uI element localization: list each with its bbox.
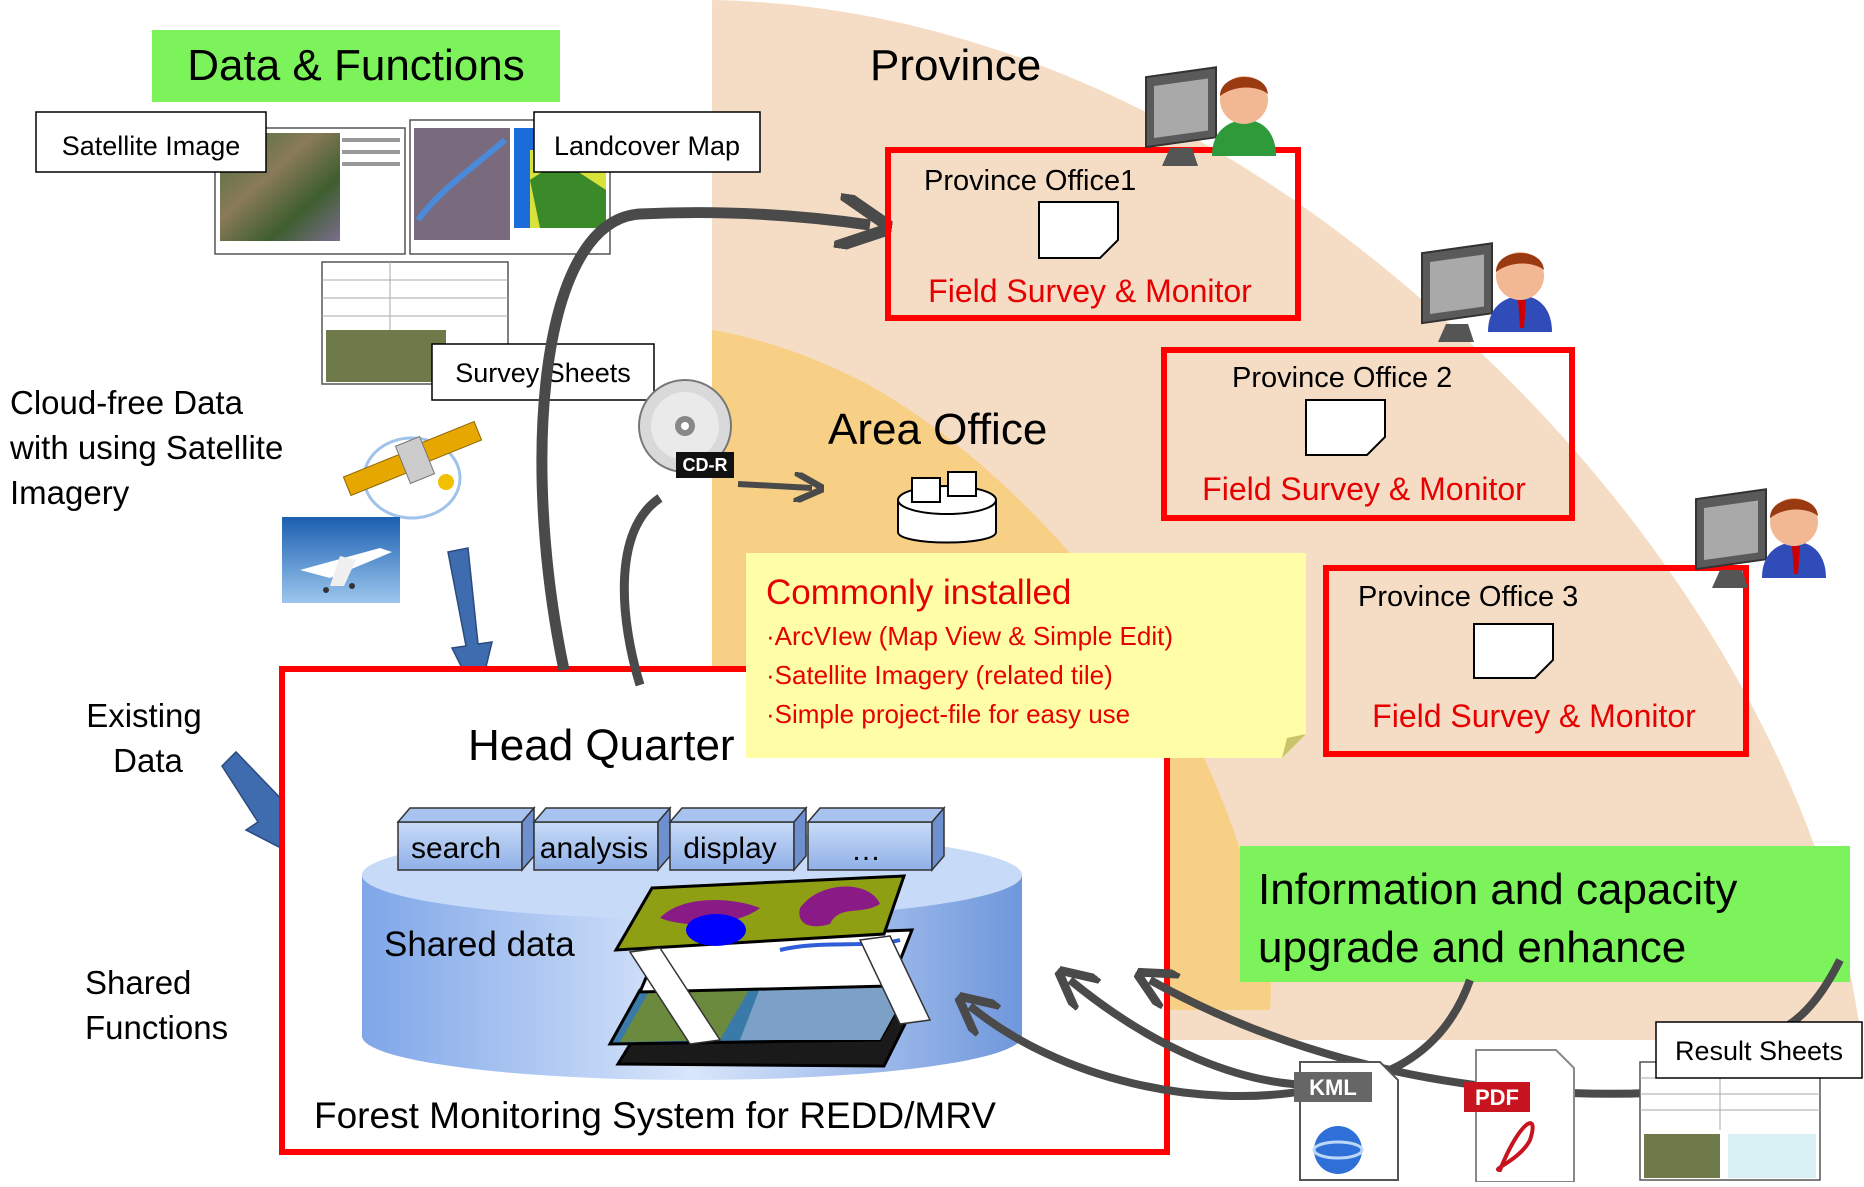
satellite-image-label-box (35, 111, 267, 173)
info-banner (1240, 846, 1850, 982)
info-banner-line-2: upgrade and enhance (1258, 923, 1686, 972)
existing-data-line-2: Data (113, 742, 183, 779)
cd-to-area-arrow (737, 484, 812, 488)
note-title: Commonly installed (766, 573, 1071, 612)
satellite-icon (342, 420, 483, 520)
function-box-analysis (532, 805, 672, 873)
result-sheets-label-box (1655, 1021, 1863, 1079)
note-item-2: ·Satellite Imagery (related tile) (766, 660, 1113, 690)
satellite-image-label: Satellite Image (62, 131, 241, 161)
province-office-1-frame (885, 147, 1301, 321)
data-functions-title: Data & Functions (187, 41, 525, 90)
shared-functions-line-1: Shared (85, 964, 191, 1001)
province-office-1-task: Field Survey & Monitor (928, 273, 1252, 309)
province-band-edge (712, 0, 1864, 1182)
server-icon (897, 471, 997, 544)
airplane-photo (282, 517, 400, 603)
province-office-3-frame (1323, 565, 1749, 757)
data-functions-banner (152, 30, 560, 102)
province-office-1-doc-icon (1038, 201, 1119, 259)
hq-to-cd-arrow (619, 494, 663, 687)
pdf-label: PDF (1475, 1085, 1519, 1110)
province-office-3-name: Province Office 3 (1358, 581, 1578, 613)
system-name: Forest Monitoring System for REDD/MRV (314, 1095, 996, 1136)
note-item-3: ·Simple project-file for easy use (766, 699, 1130, 729)
cloud-free-line-1: Cloud-free Data (10, 384, 244, 421)
cd-r-icon: CD-R (638, 379, 734, 478)
function-display-label: display (683, 832, 776, 865)
existing-data-line-1: Existing (86, 697, 202, 734)
function-analysis-label: analysis (540, 832, 648, 865)
shared-functions-line-2: Functions (85, 1009, 228, 1046)
cloud-free-line-2: with using Satellite (9, 429, 283, 466)
landcover-map-label: Landcover Map (554, 131, 740, 161)
province-office-3-task: Field Survey & Monitor (1372, 698, 1696, 734)
province-heading: Province (870, 41, 1041, 90)
province-office-2-task: Field Survey & Monitor (1202, 471, 1526, 507)
province-office-2-doc-icon (1305, 399, 1386, 456)
head-quarter-heading: Head Quarter (468, 721, 735, 770)
kml-file-icon (1294, 1061, 1399, 1181)
province-office-1-name: Province Office1 (924, 165, 1136, 197)
function-box-more (806, 805, 946, 873)
commonly-installed-note (746, 553, 1306, 758)
province-office-2-frame (1161, 347, 1575, 521)
hq-to-province-arrow (536, 213, 870, 672)
cd-r-label: CD-R (683, 455, 728, 475)
function-search-label: search (411, 832, 501, 865)
shared-data-label: Shared data (384, 925, 575, 964)
result-to-hq-arrow-3 (970, 1006, 1311, 1101)
cloud-free-line-3: Imagery (10, 474, 130, 511)
user-computer-icon-2 (1421, 242, 1552, 342)
pdf-file-icon (1464, 1049, 1575, 1183)
result-sheets-thumbnail (1639, 1061, 1821, 1181)
area-office-heading: Area Office (828, 405, 1047, 454)
note-item-1: ·ArcVIew (Map View & Simple Edit) (766, 621, 1173, 651)
result-sheets-label: Result Sheets (1675, 1036, 1843, 1066)
function-box-display (668, 805, 808, 873)
user-computer-icon-1 (1145, 66, 1276, 166)
user-computer-icon-3 (1695, 488, 1826, 588)
info-banner-line-1: Information and capacity (1258, 865, 1737, 914)
function-more-label: … (851, 834, 881, 867)
map-layer-stack (607, 874, 932, 1068)
kml-label: KML (1309, 1075, 1357, 1100)
landcover-map-label-box (533, 111, 761, 173)
province-office-2-name: Province Office 2 (1232, 362, 1452, 394)
province-office-3-doc-icon (1473, 623, 1554, 679)
function-box-search (396, 805, 536, 873)
